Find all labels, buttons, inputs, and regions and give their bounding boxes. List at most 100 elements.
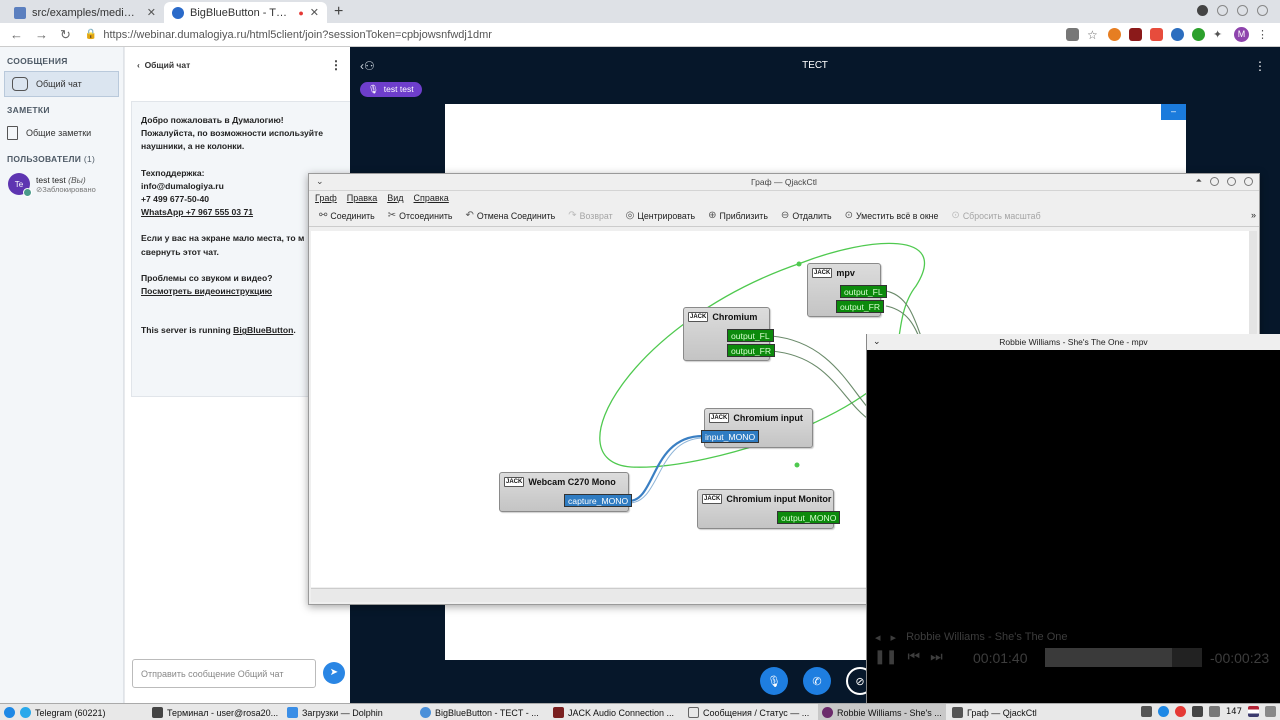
telegram-icon bbox=[20, 707, 31, 718]
port-input-mono[interactable]: input_MONO bbox=[701, 430, 760, 443]
back-icon[interactable]: ← bbox=[10, 26, 23, 42]
toggle-userlist-icon[interactable]: ‹⚇ bbox=[360, 59, 375, 73]
track-title: Robbie Williams - She's The One bbox=[906, 631, 1068, 643]
options-menu-icon[interactable]: ⋮ bbox=[1254, 59, 1266, 73]
seek-bar[interactable] bbox=[1045, 648, 1202, 667]
taskbar-item-telegram[interactable]: Telegram (60221) bbox=[20, 704, 106, 720]
app-launcher-icon[interactable] bbox=[4, 704, 15, 720]
toolbar-overflow-icon[interactable]: » bbox=[1250, 210, 1256, 220]
keep-above-icon[interactable]: ⏶ bbox=[1195, 176, 1202, 185]
tab-bigbluebutton[interactable]: BigBlueButton - TECT ● ✕ bbox=[164, 2, 327, 23]
mute-button[interactable]: 🎙 bbox=[760, 667, 788, 695]
window-menu-icon[interactable]: ⌄ bbox=[873, 336, 881, 346]
window-menu-icon[interactable]: ⌄ bbox=[316, 176, 324, 186]
menu-graph[interactable]: Граф bbox=[315, 193, 337, 203]
extension-icon[interactable] bbox=[1108, 28, 1121, 41]
port-output-fr[interactable]: output_FR bbox=[836, 300, 885, 313]
whatsapp-link[interactable]: WhatsApp +7 967 555 03 71 bbox=[141, 207, 254, 218]
url-text[interactable]: https://webinar.dumalogiya.ru/html5clien… bbox=[103, 28, 492, 41]
forward-icon[interactable]: → bbox=[35, 26, 48, 42]
skip-forward-icon[interactable]: ⏭ bbox=[930, 648, 943, 664]
network-icon[interactable] bbox=[1157, 706, 1169, 717]
show-desktop-icon[interactable] bbox=[1265, 706, 1276, 717]
maximize-icon[interactable] bbox=[1227, 177, 1236, 186]
qjackctl-toolbar: ⚯Соединить ✂Отсоединить ↶Отмена Соединит… bbox=[309, 205, 1259, 227]
zoom-fit-button[interactable]: ⊙Уместить всё в окне bbox=[844, 210, 939, 221]
port-output-mono[interactable]: output_MONO bbox=[777, 511, 841, 524]
volume-icon[interactable] bbox=[1208, 706, 1220, 717]
tab-search-icon[interactable] bbox=[1197, 5, 1208, 16]
taskbar-item-dolphin[interactable]: Загрузки — Dolphin bbox=[287, 704, 383, 720]
bigbluebutton-link[interactable]: BigBlueButton bbox=[233, 325, 294, 336]
clipboard-icon[interactable] bbox=[1140, 706, 1152, 717]
next-playlist-icon[interactable]: ▸ bbox=[890, 632, 897, 644]
user-item[interactable]: Te test test (Вы) ⊘Заблокировано bbox=[0, 169, 123, 199]
minimize-presentation-button[interactable]: – bbox=[1161, 104, 1186, 120]
taskbar-item-browser[interactable]: BigBlueButton - TECT - ... bbox=[420, 704, 539, 720]
close-window-icon[interactable] bbox=[1244, 177, 1253, 186]
chat-message-input[interactable]: Отправить сообщение Общий чат bbox=[132, 659, 316, 688]
taskbar-item-qjackctl[interactable]: Граф — QjackCtl bbox=[952, 704, 1037, 720]
port-output-fl[interactable]: output_FL bbox=[840, 285, 887, 298]
taskbar-item-messages[interactable]: Сообщения / Статус — ... bbox=[688, 704, 809, 720]
maximize-icon[interactable] bbox=[1237, 5, 1248, 16]
menu-help[interactable]: Справка bbox=[413, 193, 449, 203]
remaining-time[interactable]: -00:00:23 bbox=[1210, 650, 1270, 666]
extension-icon[interactable] bbox=[1171, 28, 1184, 41]
battery-icon[interactable] bbox=[1191, 706, 1203, 717]
new-tab-button[interactable]: + bbox=[334, 3, 344, 20]
send-message-button[interactable]: ➤ bbox=[323, 662, 345, 684]
profile-avatar[interactable]: M bbox=[1234, 27, 1249, 42]
undo-button[interactable]: ↶Отмена Соединить bbox=[465, 210, 556, 221]
video-instruction-link[interactable]: Посмотреть видеоинструкцию bbox=[141, 286, 273, 297]
leave-audio-button[interactable]: ✆ bbox=[803, 667, 831, 695]
keyboard-layout-icon[interactable] bbox=[1248, 706, 1259, 717]
close-window-icon[interactable] bbox=[1257, 5, 1268, 16]
zoom-out-button[interactable]: ⊖Отдалить bbox=[780, 210, 832, 221]
port-output-fl[interactable]: output_FL bbox=[727, 329, 774, 342]
public-chat-item[interactable]: Общий чат bbox=[4, 71, 119, 97]
clock[interactable]: 147 bbox=[1225, 706, 1242, 717]
taskbar-item-jack[interactable]: JACK Audio Connection ... bbox=[553, 704, 674, 720]
connect-button[interactable]: ⚯Соединить bbox=[319, 210, 375, 221]
port-output-fr[interactable]: output_FR bbox=[727, 344, 776, 357]
shared-notes-item[interactable]: Общие заметки bbox=[0, 120, 123, 146]
close-tab-icon[interactable]: ✕ bbox=[146, 7, 156, 19]
zoom-in-button[interactable]: ⊕Приблизить bbox=[708, 210, 768, 221]
zoom-reset-button[interactable]: ⊙Сбросить масштаб bbox=[951, 210, 1041, 221]
folder-icon bbox=[287, 707, 298, 718]
prev-playlist-icon[interactable]: ◂ bbox=[875, 632, 881, 644]
chat-options-icon[interactable]: ⋮ bbox=[330, 58, 342, 72]
minimize-icon[interactable] bbox=[1210, 177, 1219, 186]
menu-edit[interactable]: Правка bbox=[346, 193, 378, 203]
notification-icon[interactable] bbox=[1174, 706, 1186, 717]
port-capture-mono[interactable]: capture_MONO bbox=[564, 494, 633, 507]
menu-icon[interactable]: ⋮ bbox=[1257, 29, 1268, 41]
menu-view[interactable]: Вид bbox=[387, 193, 404, 203]
taskbar-item-terminal[interactable]: Терминал - user@rosa20... bbox=[152, 704, 278, 720]
lock-icon[interactable]: 🔒 bbox=[84, 29, 98, 40]
camera-icon[interactable] bbox=[1066, 28, 1079, 41]
close-tab-icon[interactable]: ✕ bbox=[309, 7, 319, 19]
redo-button[interactable]: ↷Возврат bbox=[568, 210, 613, 221]
taskbar-item-mpv[interactable]: Robbie Williams - She's ... bbox=[818, 704, 946, 720]
center-button[interactable]: ◎Центрировать bbox=[625, 210, 696, 221]
location-icon[interactable] bbox=[1192, 28, 1205, 41]
elapsed-time[interactable]: 00:01:40 bbox=[973, 650, 1028, 666]
minimize-icon[interactable] bbox=[1217, 5, 1228, 16]
star-icon[interactable]: ☆ bbox=[1087, 28, 1098, 42]
extension-icon[interactable] bbox=[1129, 28, 1142, 41]
puzzle-icon[interactable]: ✦ bbox=[1213, 29, 1223, 41]
reload-icon[interactable]: ↻ bbox=[60, 26, 71, 42]
skip-back-icon[interactable]: ⏮ bbox=[907, 648, 921, 664]
disconnect-button[interactable]: ✂Отсоединить bbox=[387, 210, 453, 221]
hide-chat-button[interactable]: ‹ Общий чат bbox=[137, 60, 191, 70]
extension-icon[interactable] bbox=[1150, 28, 1163, 41]
pause-icon[interactable]: ❚❚ bbox=[874, 648, 898, 664]
tab-media-session[interactable]: src/examples/media-session/m ✕ bbox=[6, 2, 164, 23]
